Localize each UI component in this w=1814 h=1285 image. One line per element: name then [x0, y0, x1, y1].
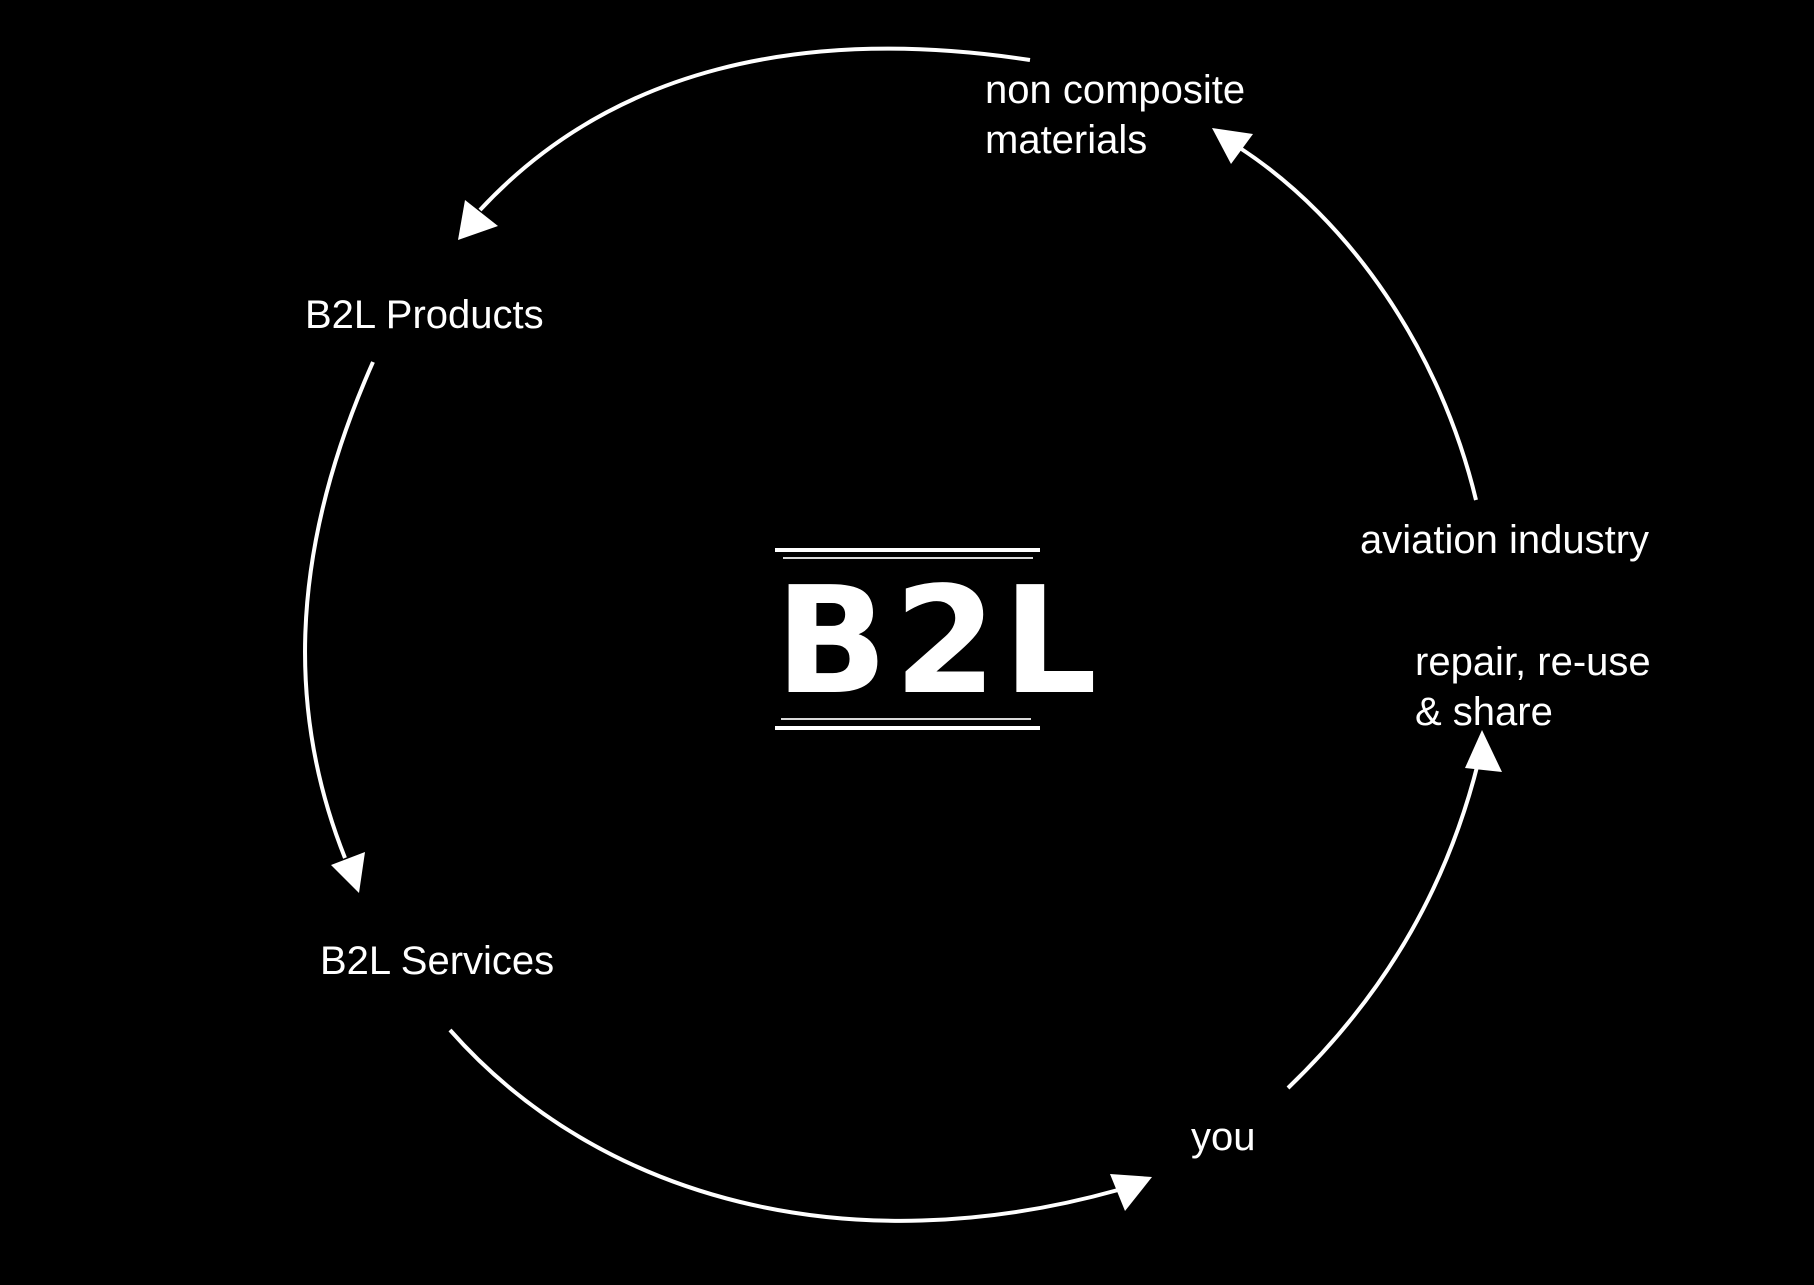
logo-rule-bottom-thin [781, 718, 1031, 720]
logo-text: B2L [775, 555, 1104, 727]
arrowhead-repair [1465, 730, 1502, 772]
node-you: you [1191, 1112, 1256, 1162]
node-non-composite-line-2: materials [985, 118, 1148, 162]
node-aviation-industry: aviation industry [1360, 515, 1649, 565]
node-aviation-label: aviation industry [1360, 518, 1650, 562]
arrow-materials-to-products [478, 46, 1031, 212]
node-b2l-services: B2L Services [320, 936, 554, 986]
node-b2l-products-label: B2L Products [305, 293, 544, 337]
b2l-logo: B2L [775, 548, 1104, 733]
logo-rule-top [775, 548, 1040, 552]
node-non-composite-line-1: non composite [985, 68, 1246, 112]
arrow-services-to-you [448, 1028, 1119, 1223]
node-you-label: you [1191, 1115, 1256, 1159]
node-non-composite-materials: non composite materials [985, 65, 1245, 165]
node-repair-line-2: & share [1415, 690, 1553, 734]
node-repair-reuse-share: repair, re-use & share [1415, 637, 1651, 737]
node-b2l-services-label: B2L Services [320, 939, 555, 983]
logo-rule-top-thin [783, 557, 1033, 559]
arrow-aviation-to-materials [1238, 146, 1478, 501]
arrowhead-services [331, 852, 365, 893]
node-b2l-products: B2L Products [305, 290, 544, 340]
node-repair-line-1: repair, re-use [1415, 640, 1651, 684]
arrow-products-to-services [303, 361, 375, 859]
arrowhead-products [458, 200, 498, 240]
arrowhead-you [1110, 1174, 1152, 1211]
arrow-you-to-repair [1286, 754, 1482, 1090]
arrowhead-materials [1212, 128, 1253, 164]
logo-rule-bottom [775, 726, 1040, 730]
